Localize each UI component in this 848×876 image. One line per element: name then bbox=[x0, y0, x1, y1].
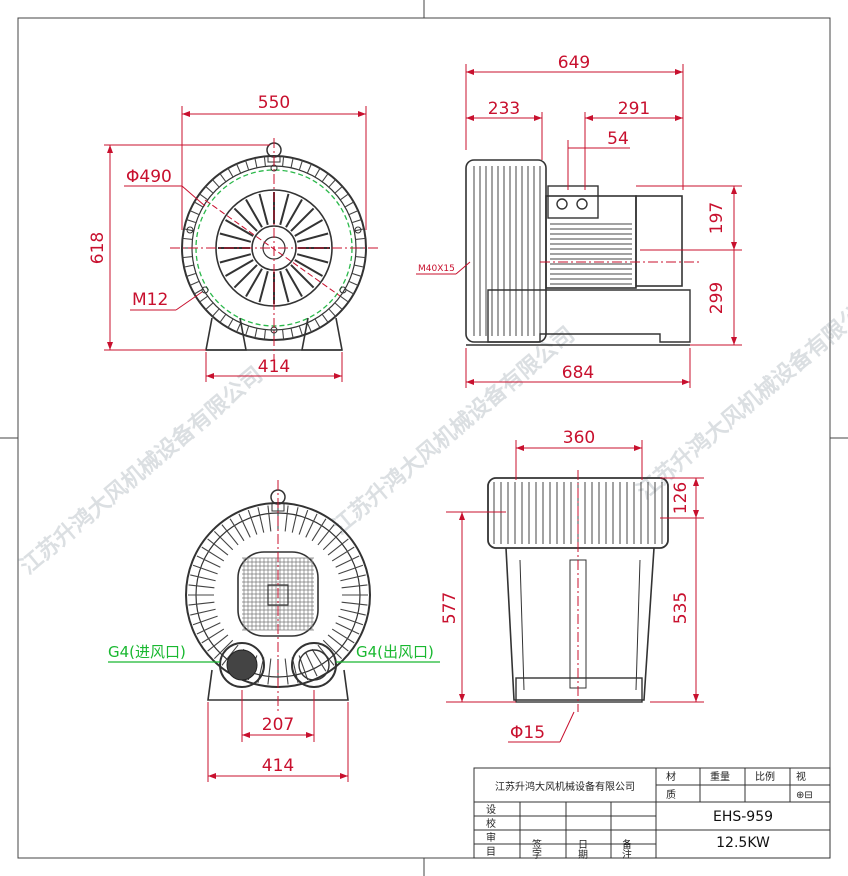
bottom-view-body bbox=[487, 470, 669, 712]
watermark-center: 江苏升鸿大风机械设备有限公司 bbox=[327, 322, 580, 540]
title-scale: 比例 bbox=[755, 770, 775, 783]
side-total-label: 684 bbox=[562, 363, 594, 383]
bottom-width-label: 360 bbox=[563, 428, 595, 448]
title-item: 目 bbox=[486, 847, 496, 858]
front-diameter-label: Φ490 bbox=[126, 167, 172, 187]
back-view: G4(进风口) G4(出风口) 207 414 bbox=[108, 480, 440, 782]
title-block bbox=[473, 767, 831, 859]
title-company: 江苏升鸿大风机械设备有限公司 bbox=[495, 780, 635, 793]
front-width-label: 550 bbox=[258, 93, 290, 113]
title-note-2: 注 bbox=[622, 848, 632, 861]
side-small-label: 54 bbox=[607, 129, 629, 149]
title-date-2: 期 bbox=[578, 849, 588, 861]
back-view-dimensions bbox=[108, 661, 440, 782]
bottom-height-label: 577 bbox=[440, 592, 460, 624]
bottom-top-label: 126 bbox=[671, 482, 691, 514]
front-base-label: 414 bbox=[258, 357, 290, 377]
title-check: 校 bbox=[486, 817, 496, 830]
title-weight: 重量 bbox=[710, 770, 730, 783]
title-char: 字 bbox=[532, 848, 542, 861]
side-left-label: 233 bbox=[488, 99, 520, 119]
watermark-right: 江苏升鸿大风机械设备有限公司 bbox=[632, 287, 848, 505]
title-power: 12.5KW bbox=[716, 835, 770, 851]
front-view-dimensions bbox=[104, 106, 367, 382]
bottom-view-dimensions bbox=[446, 440, 704, 743]
title-material-1: 材 bbox=[666, 770, 676, 783]
front-view: 550 Φ490 618 M12 414 bbox=[88, 93, 378, 382]
back-inlet-label: G4(进风口) bbox=[108, 643, 186, 661]
front-height-label: 618 bbox=[88, 232, 108, 264]
back-view-body bbox=[185, 480, 371, 712]
bottom-hole-label: Φ15 bbox=[510, 723, 545, 743]
side-length-label: 649 bbox=[558, 53, 590, 73]
back-base-label: 414 bbox=[262, 756, 294, 776]
title-model: EHS-959 bbox=[713, 809, 773, 825]
title-note-1: 备 bbox=[622, 838, 632, 851]
title-sign: 签 bbox=[532, 838, 542, 851]
title-date-1: 日 bbox=[578, 840, 588, 851]
side-view-dimensions bbox=[416, 64, 742, 388]
bottom-view: 360 126 535 577 Φ15 bbox=[440, 428, 704, 743]
side-upper-label: 197 bbox=[707, 202, 727, 234]
side-lower-label: 299 bbox=[707, 282, 727, 314]
title-design: 设 bbox=[486, 804, 496, 816]
title-review: 审 bbox=[486, 831, 496, 844]
side-shaft-label: M40X15 bbox=[418, 264, 455, 274]
watermarks: 江苏升鸿大风机械设备有限公司 江苏升鸿大风机械设备有限公司 江苏升鸿大风机械设备… bbox=[15, 287, 848, 580]
side-view-body bbox=[465, 159, 700, 346]
title-view: 视 bbox=[796, 770, 806, 783]
side-right-label: 291 bbox=[618, 99, 650, 119]
projection-symbol: ⊕⊟ bbox=[796, 790, 813, 801]
front-bolt-label: M12 bbox=[132, 290, 168, 310]
back-outlet-label: G4(出风口) bbox=[356, 643, 434, 661]
title-material-2: 质 bbox=[666, 789, 676, 801]
back-port-span-label: 207 bbox=[262, 715, 294, 735]
bottom-body-label: 535 bbox=[671, 592, 691, 624]
side-view: 649 233 291 54 197 299 684 M40X15 bbox=[416, 53, 742, 388]
front-view-body bbox=[170, 138, 378, 360]
